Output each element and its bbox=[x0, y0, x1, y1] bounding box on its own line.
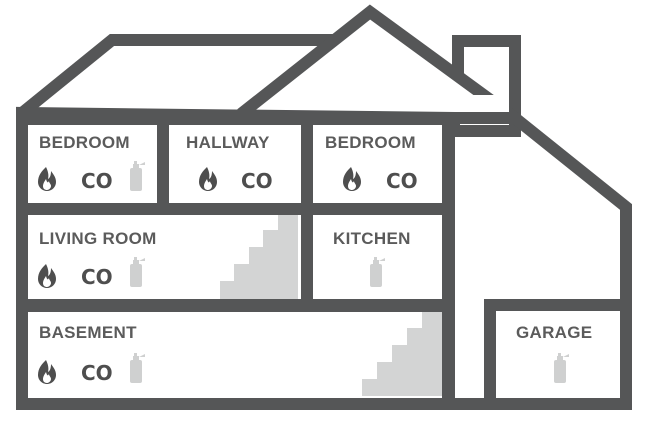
interior-walls bbox=[22, 113, 626, 404]
room-label-living-room: LIVING ROOM bbox=[39, 229, 157, 248]
co-label-bedroom-left: CO bbox=[81, 169, 113, 193]
room-bedroom-left: BEDROOM CO bbox=[38, 133, 145, 193]
fire-extinguisher-icon bbox=[370, 257, 385, 287]
roof-main bbox=[237, 4, 519, 123]
flame-icon bbox=[38, 264, 56, 288]
room-garage: GARAGE bbox=[516, 323, 592, 383]
stairs-basement bbox=[362, 312, 442, 396]
room-hallway: HALLWAY CO bbox=[186, 133, 273, 193]
flame-icon bbox=[38, 360, 56, 384]
room-label-bedroom-right: BEDROOM bbox=[325, 133, 416, 152]
co-label-basement: CO bbox=[81, 361, 113, 385]
fire-extinguisher-icon bbox=[130, 161, 145, 191]
co-label-hallway: CO bbox=[241, 169, 273, 193]
co-label-bedroom-right: CO bbox=[386, 169, 418, 193]
fire-extinguisher-icon bbox=[130, 353, 145, 383]
room-label-basement: BASEMENT bbox=[39, 323, 137, 342]
room-label-bedroom-left: BEDROOM bbox=[39, 133, 130, 152]
room-label-garage: GARAGE bbox=[516, 323, 592, 342]
room-kitchen: KITCHEN bbox=[333, 229, 411, 287]
fire-extinguisher-icon bbox=[130, 257, 145, 287]
flame-icon bbox=[38, 167, 56, 191]
roof-left bbox=[18, 34, 335, 118]
flame-icon bbox=[199, 167, 217, 191]
room-bedroom-right: BEDROOM CO bbox=[325, 133, 418, 193]
fire-extinguisher-icon bbox=[554, 353, 569, 383]
co-label-living-room: CO bbox=[81, 265, 113, 289]
room-label-kitchen: KITCHEN bbox=[333, 229, 411, 248]
flame-icon bbox=[343, 167, 361, 191]
stairs-living-room bbox=[220, 214, 298, 299]
room-living-room: LIVING ROOM CO bbox=[38, 229, 157, 289]
room-basement: BASEMENT CO bbox=[38, 323, 145, 385]
room-label-hallway: HALLWAY bbox=[186, 133, 270, 152]
